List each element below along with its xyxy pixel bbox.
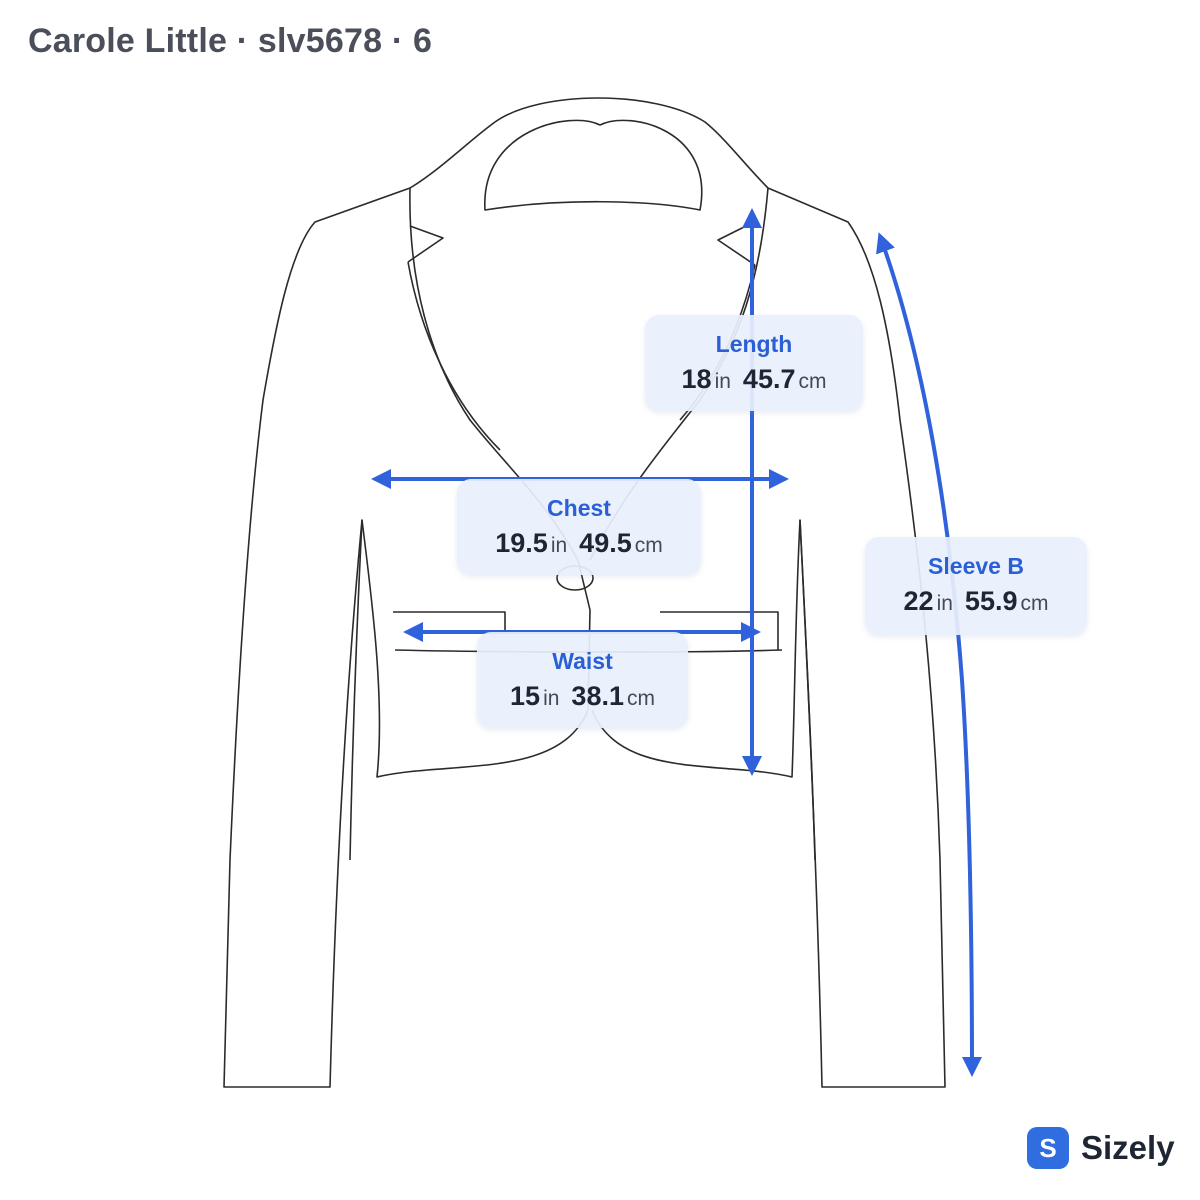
- length-name: Length: [715, 331, 793, 357]
- page-title: Carole Little · slv5678 · 6: [28, 22, 433, 60]
- length-cm-unit: cm: [798, 370, 827, 393]
- sleeve-cm-unit: cm: [1020, 592, 1049, 615]
- chest-cm: 49.5: [579, 528, 632, 558]
- sleeve-inch-unit: in: [936, 592, 953, 615]
- brand-name: Sizely: [1081, 1129, 1175, 1166]
- length-inch-unit: in: [714, 370, 731, 393]
- jacket-outline: [223, 97, 946, 1088]
- brand-badge-icon: S: [1027, 1127, 1069, 1169]
- sleeve-arrow: [876, 232, 982, 1077]
- waist-name: Waist: [552, 648, 613, 674]
- length-inches: 18: [681, 364, 712, 394]
- length-cm: 45.7: [742, 364, 796, 394]
- sleeve-inches: 22: [903, 586, 934, 616]
- chest-cm-unit: cm: [634, 534, 663, 557]
- waist-inches: 15: [510, 681, 541, 711]
- chest-name: Chest: [547, 495, 611, 521]
- waist-cm-unit: cm: [626, 687, 655, 710]
- chest-inch-unit: in: [550, 534, 568, 557]
- sleeve-name: Sleeve B: [928, 553, 1024, 579]
- waist-cm: 38.1: [571, 681, 624, 711]
- sleeve-cm: 55.9: [964, 586, 1018, 616]
- chest-inches: 19.5: [495, 528, 548, 558]
- waist-inch-unit: in: [543, 687, 560, 710]
- brand-logo: S Sizely: [1027, 1127, 1175, 1169]
